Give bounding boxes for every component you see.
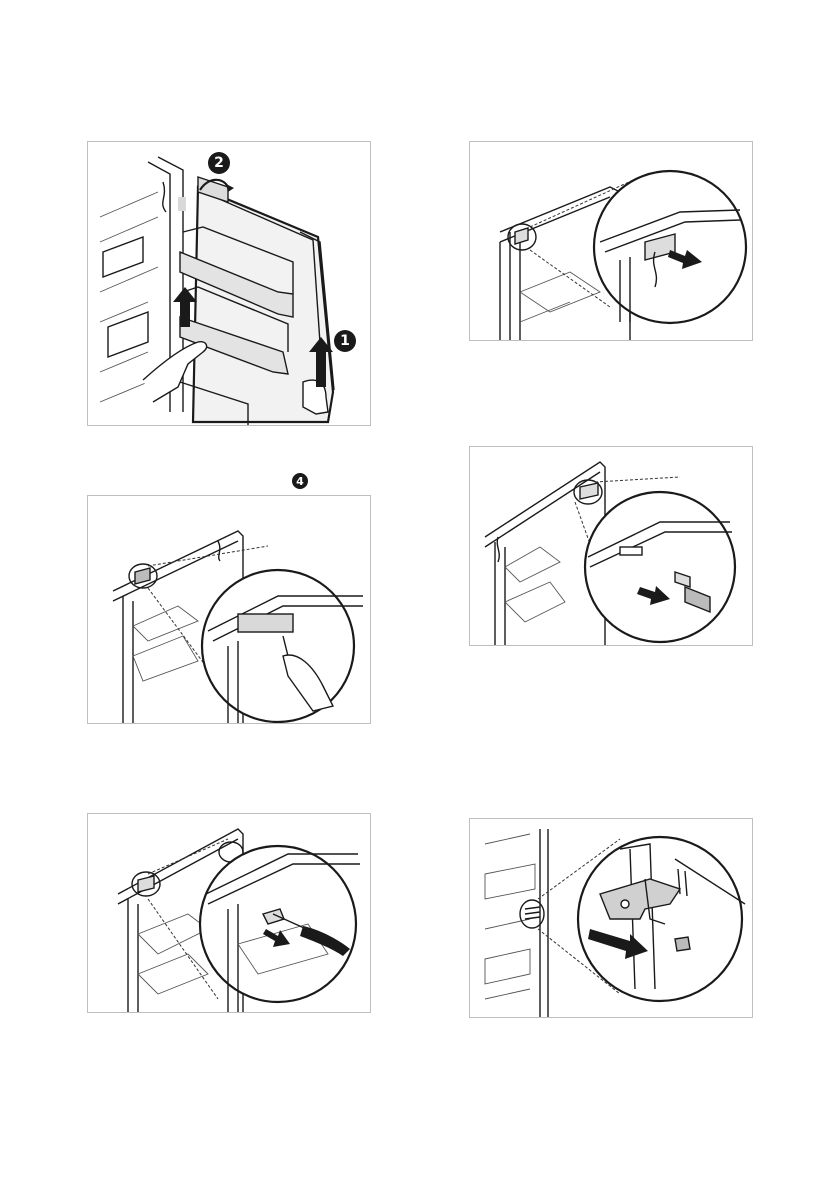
hinge-removal-illustration <box>470 819 752 1017</box>
figure-hinge-removal <box>469 818 753 1018</box>
cap-insert-illustration <box>470 447 752 645</box>
cover-removal-illustration <box>470 142 752 340</box>
step-1-badge: 1 <box>334 330 356 352</box>
figure-cover-removal <box>469 141 753 341</box>
step-2-badge: 2 <box>208 152 230 174</box>
figure-screw-removal <box>87 813 371 1013</box>
screw-removal-illustration <box>88 814 370 1012</box>
figure-door-removal: 2 1 <box>87 141 371 426</box>
screwdriver-pry-illustration <box>88 496 370 723</box>
step-4-badge: 4 <box>292 473 308 489</box>
door-lift-off-illustration <box>88 142 370 425</box>
figure-cover-pry <box>87 495 371 724</box>
figure-cap-insert <box>469 446 753 646</box>
